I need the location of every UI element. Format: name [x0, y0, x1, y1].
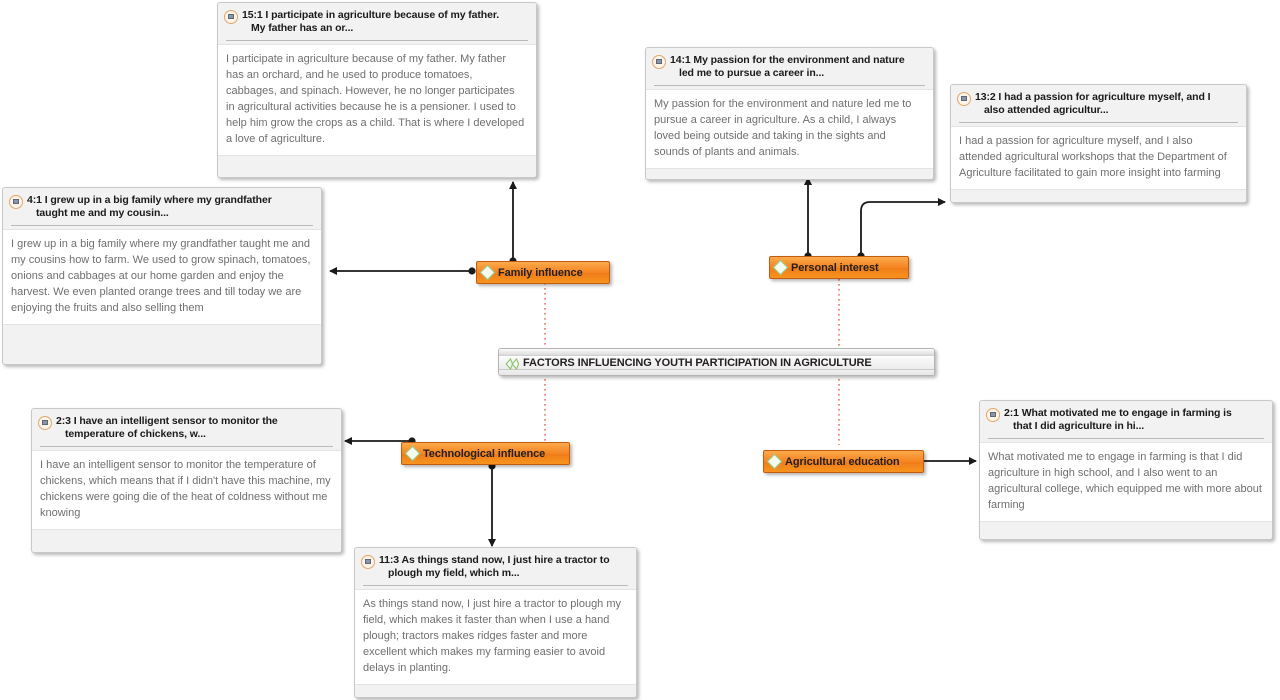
quotation-icon: [38, 416, 52, 430]
quotation-note-15-1[interactable]: 15:1 I participate in agriculture becaus…: [217, 2, 537, 178]
note-header: 14:1 My passion for the environment and …: [646, 48, 933, 84]
code-diamond-icon: [404, 445, 421, 462]
code-node-label: Technological influence: [423, 447, 546, 460]
quotation-icon: [986, 408, 1000, 422]
note-header: 2:3 I have an intelligent sensor to moni…: [32, 409, 341, 445]
quotation-note-2-1[interactable]: 2:1 What motivated me to engage in farmi…: [979, 400, 1273, 540]
quotation-note-11-3[interactable]: 11:3 As things stand now, I just hire a …: [354, 547, 637, 698]
code-diamond-icon: [772, 259, 789, 276]
code-node-family-influence[interactable]: Family influence: [476, 261, 610, 284]
doc-node-body: FACTORS INFLUENCING YOUTH PARTICIPATION …: [499, 355, 934, 370]
note-title: 15:1 I participate in agriculture becaus…: [242, 9, 500, 34]
note-divider: [363, 585, 628, 586]
note-body: I had a passion for agriculture myself, …: [951, 126, 1246, 190]
note-title: 11:3 As things stand now, I just hire a …: [379, 554, 610, 579]
note-title: 14:1 My passion for the environment and …: [670, 54, 905, 79]
note-title: 4:1 I grew up in a big family where my g…: [27, 194, 272, 219]
note-title: 2:3 I have an intelligent sensor to moni…: [56, 415, 278, 440]
note-title: 13:2 I had a passion for agriculture mys…: [975, 91, 1211, 116]
note-divider: [988, 438, 1264, 439]
code-node-label: Family influence: [498, 266, 583, 279]
central-node-label: FACTORS INFLUENCING YOUTH PARTICIPATION …: [523, 356, 872, 369]
quotation-icon: [361, 555, 375, 569]
code-diamond-icon: [766, 453, 783, 470]
double-chevron-icon: [505, 357, 521, 370]
note-body: I grew up in a big family where my grand…: [3, 229, 321, 325]
quotation-note-13-2[interactable]: 13:2 I had a passion for agriculture mys…: [950, 84, 1247, 203]
doc-node-top-bar: [499, 349, 934, 356]
note-header: 4:1 I grew up in a big family where my g…: [3, 188, 321, 224]
code-node-agricultural-education[interactable]: Agricultural education: [763, 450, 924, 473]
code-node-technological-influence[interactable]: Technological influence: [401, 442, 570, 465]
quotation-icon: [224, 10, 238, 24]
quotation-icon: [957, 92, 971, 106]
note-body: As things stand now, I just hire a tract…: [355, 589, 636, 685]
note-divider: [40, 446, 333, 447]
central-document-node[interactable]: FACTORS INFLUENCING YOUTH PARTICIPATION …: [498, 348, 935, 376]
quotation-icon: [9, 195, 23, 209]
note-header: 2:1 What motivated me to engage in farmi…: [980, 401, 1272, 437]
note-header: 13:2 I had a passion for agriculture mys…: [951, 85, 1246, 121]
quotation-icon: [652, 55, 666, 69]
code-node-label: Agricultural education: [785, 455, 900, 468]
note-title: 2:1 What motivated me to engage in farmi…: [1004, 407, 1232, 432]
quotation-note-4-1[interactable]: 4:1 I grew up in a big family where my g…: [2, 187, 322, 365]
note-body: What motivated me to engage in farming i…: [980, 442, 1272, 522]
doc-node-bottom-bar: [499, 369, 934, 375]
code-diamond-icon: [479, 264, 496, 281]
note-body: I have an intelligent sensor to monitor …: [32, 450, 341, 530]
code-node-personal-interest[interactable]: Personal interest: [769, 256, 909, 279]
note-header: 15:1 I participate in agriculture becaus…: [218, 3, 536, 39]
note-divider: [654, 85, 925, 86]
note-divider: [11, 225, 313, 226]
code-node-label: Personal interest: [791, 261, 879, 274]
note-body: I participate in agriculture because of …: [218, 44, 536, 156]
quotation-note-14-1[interactable]: 14:1 My passion for the environment and …: [645, 47, 934, 180]
note-divider: [959, 122, 1238, 123]
note-header: 11:3 As things stand now, I just hire a …: [355, 548, 636, 584]
note-body: My passion for the environment and natur…: [646, 89, 933, 169]
note-divider: [226, 40, 528, 41]
quotation-note-2-3[interactable]: 2:3 I have an intelligent sensor to moni…: [31, 408, 342, 553]
